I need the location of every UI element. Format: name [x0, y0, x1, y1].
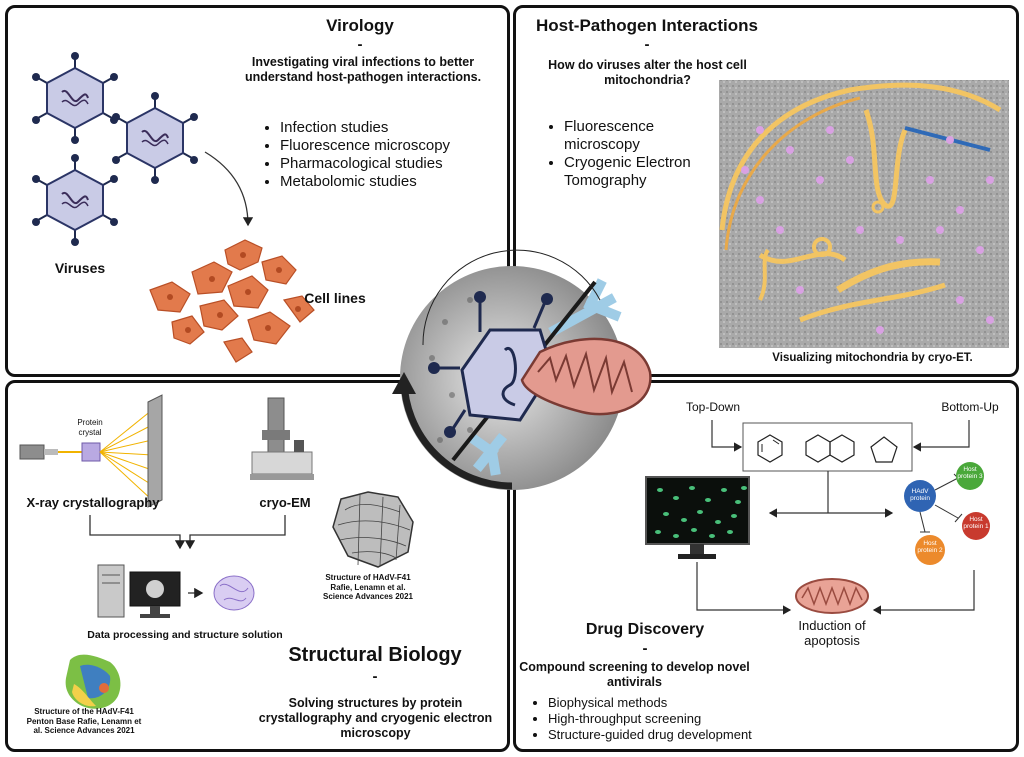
- virus-icon: [32, 154, 118, 246]
- structural-biology-dash: -: [372, 668, 378, 685]
- host-protein-2-node-label: Host protein 2: [917, 540, 943, 554]
- infection-arrow: [204, 151, 254, 227]
- host-protein-1-node-label: Host protein 1: [963, 516, 989, 530]
- host-pathogen-title: Host-Pathogen Interactions: [536, 16, 758, 35]
- cryo-em-microscope-icon: [250, 397, 314, 480]
- cell-lines-icon: [149, 239, 315, 363]
- screening-monitor-icon: [645, 476, 750, 559]
- hadv-protein-node-label: HAdV protein: [910, 488, 930, 502]
- workflow-arrows: [89, 515, 286, 599]
- bottom-up-label: Bottom-Up: [941, 400, 999, 414]
- viruses-label: Viruses: [54, 260, 106, 276]
- cell-lines-label: Cell lines: [304, 290, 366, 306]
- list-item: Infection studies: [280, 119, 450, 137]
- virology-dash: -: [357, 36, 363, 53]
- top-down-label: Top-Down: [685, 400, 741, 414]
- list-item: Structure-guided drug development: [548, 727, 752, 743]
- protein-network-diagram: [904, 462, 990, 565]
- drug-discovery-title: Drug Discovery: [585, 621, 705, 638]
- virology-title: Virology: [326, 16, 394, 35]
- adv-structure-caption: Structure of HAdV-F41 Rafie, Lenamn et a…: [323, 573, 413, 601]
- drug-flow-arrows: [696, 420, 975, 615]
- mitochondrion-icon: [795, 578, 869, 614]
- virus-icon: [112, 92, 198, 184]
- virology-subtitle: Investigating viral infections to better…: [244, 55, 482, 84]
- virus-capsid-icon: [428, 291, 554, 438]
- list-item: Biophysical methods: [548, 695, 752, 711]
- virus-icon: [32, 52, 118, 144]
- list-item: High-throughput screening: [548, 711, 752, 727]
- cryo-em-label: cryo-EM: [259, 495, 311, 510]
- list-item: Metabolomic studies: [280, 173, 450, 191]
- host-pathogen-subtitle: How do viruses alter the host cell mitoc…: [548, 58, 747, 87]
- cryo-et-image: [719, 80, 1009, 348]
- xray-label: X-ray crystallography: [26, 495, 160, 510]
- density-map-icon: [213, 575, 255, 611]
- structural-biology-title: Structural Biology: [288, 644, 462, 666]
- penton-base-structure-icon: [65, 654, 121, 709]
- drug-discovery-bullets: Biophysical methods High-throughput scre…: [530, 695, 752, 743]
- list-item: Cryogenic Electron Tomography: [564, 154, 729, 190]
- list-item: Pharmacological studies: [280, 155, 450, 173]
- mitochondrion-icon: [520, 337, 652, 416]
- compound-library-box: [742, 422, 913, 472]
- data-processing-label: Data processing and structure solution: [87, 629, 283, 641]
- host-pathogen-bullets: Fluorescence microscopy Cryogenic Electr…: [546, 118, 729, 190]
- host-protein-3-node-label: Host protein 3: [957, 466, 983, 480]
- cryo-et-caption: Visualizing mitochondria by cryo-ET.: [772, 352, 973, 364]
- snowflake-icon: [468, 278, 622, 476]
- list-item: Fluorescence microscopy: [564, 118, 729, 154]
- host-pathogen-dash: -: [644, 36, 650, 53]
- central-emblem: [392, 249, 652, 490]
- adenovirus-structure-icon: [332, 491, 414, 568]
- virology-bullets: Infection studies Fluorescence microscop…: [262, 119, 450, 191]
- list-item: Fluorescence microscopy: [280, 137, 450, 155]
- drug-discovery-subtitle: Compound screening to develop novel anti…: [519, 660, 750, 689]
- computer-workstation-icon: [97, 564, 181, 618]
- drug-discovery-dash: -: [642, 640, 648, 657]
- structural-biology-subtitle: Solving structures by protein crystallog…: [258, 696, 493, 740]
- xray-setup-icon: [19, 394, 163, 508]
- apoptosis-label: Induction of apoptosis: [798, 618, 866, 648]
- penton-base-caption: Structure of the HAdV-F41 Penton Base Ra…: [26, 707, 142, 735]
- protein-crystal-label: Protein crystal: [77, 418, 103, 437]
